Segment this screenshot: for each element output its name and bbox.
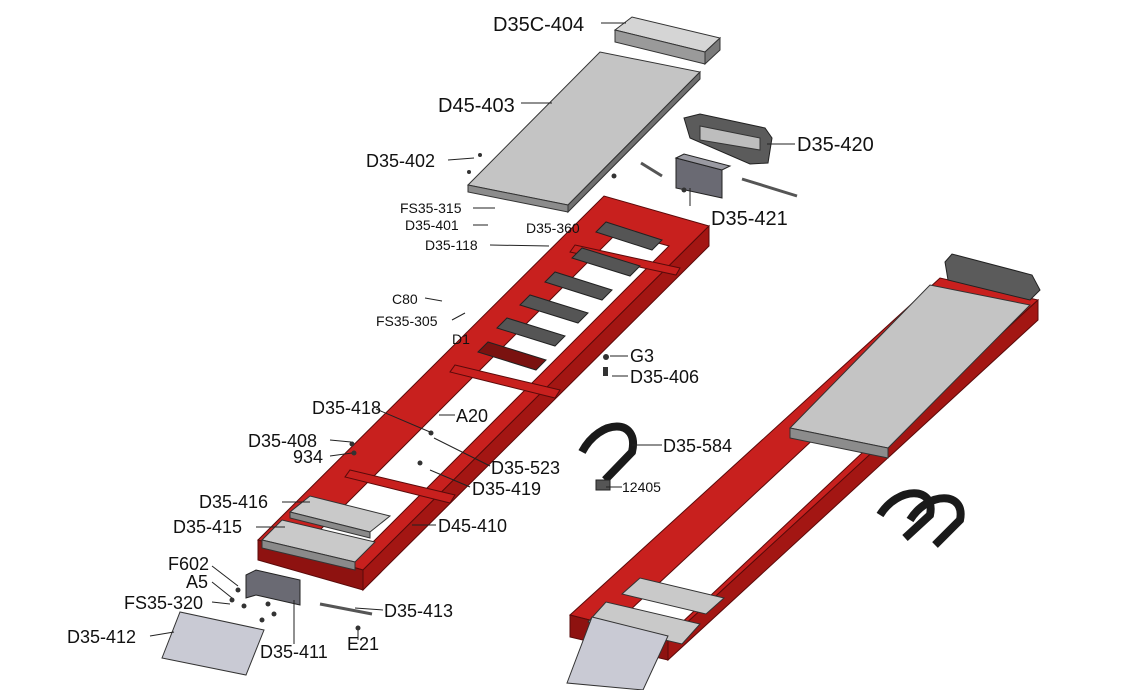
label-a5: A5 [186,572,208,592]
label-g3: G3 [630,346,654,366]
label-a20: A20 [456,406,488,426]
rod-d35-413 [319,602,373,616]
plate-d35-415 [261,519,376,571]
label-fs35-320: FS35-320 [124,593,203,613]
label-d35-421: D35-421 [711,208,788,230]
end-cover-d35c-404 [613,16,722,66]
internal-cylinders [477,221,663,371]
label-d35-419: D35-419 [472,479,541,499]
leader-lines [149,22,795,644]
label-d35-412: D35-412 [67,627,136,647]
label-d45-403: D45-403 [438,95,515,117]
label-d35-413: D35-413 [384,601,453,621]
label-d35-408: D35-408 [248,431,317,451]
label-934: 934 [293,447,323,467]
label-d35-523: D35-523 [491,458,560,478]
rod [741,177,798,198]
label-e21: E21 [347,634,379,654]
bracket-d35-420 [683,113,773,165]
label-d1: D1 [452,331,470,347]
bracket-d35-421 [674,153,732,199]
label-d35-411: D35-411 [260,642,328,662]
label-fs35-315: FS35-315 [400,200,462,216]
label-d35-416: D35-416 [199,492,268,512]
deck-plate-d45-403 [466,51,702,214]
cable-chain-d35-584 [578,422,638,491]
label-d35-360: D35-360 [526,220,580,236]
label-f602: F602 [168,554,209,574]
label-d35-118: D35-118 [425,237,478,253]
label-d35-415: D35-415 [173,517,242,537]
label-d35-401: D35-401 [405,217,459,233]
assembled-lift-view [566,253,1041,690]
label-fs35-305: FS35-305 [376,313,438,329]
label-d45-410: D45-410 [438,516,507,536]
label-d35-418: D35-418 [312,398,381,418]
label-d35-584: D35-584 [663,436,732,456]
label-d35-406: D35-406 [630,367,699,387]
ramp-plate-d35-412 [161,611,265,676]
label-d35c-404: D35C-404 [493,14,584,36]
label-d35-402: D35-402 [366,151,435,171]
part-labels: D35C-404 D45-403 D35-420 D35-402 D35-421… [67,14,874,662]
bracket-d35-411 [245,569,301,606]
label-d35-420: D35-420 [797,134,874,156]
plate-d35-416 [288,495,392,539]
label-12405: 12405 [622,479,661,495]
label-c80: C80 [392,291,418,307]
hardware-fasteners [229,153,687,631]
pin [640,161,663,178]
